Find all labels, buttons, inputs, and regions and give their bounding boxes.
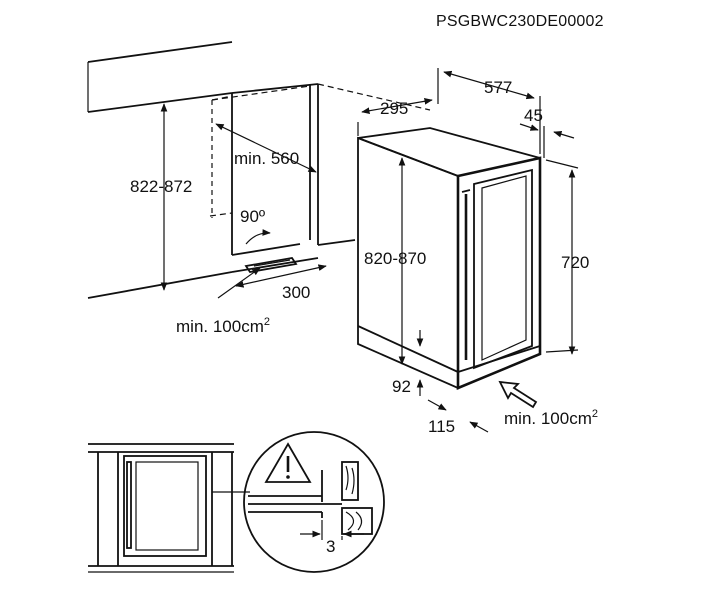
- document-code: PSGBWC230DE00002: [436, 13, 604, 30]
- dimension-min-depth: min. 560: [215, 123, 317, 173]
- label-min-depth: min. 560: [234, 149, 299, 168]
- label-vent-area-left: min. 100cm2: [176, 316, 270, 336]
- dimension-total-depth: 577: [437, 68, 541, 154]
- dimension-door-height: 720: [545, 159, 589, 355]
- label-plinth-115: 115: [428, 417, 455, 436]
- label-total-depth: 577: [484, 78, 512, 97]
- dimension-plinth-115: 115: [427, 399, 489, 436]
- airflow-arrow-icon: [498, 380, 538, 409]
- label-vent-area-right: min. 100cm2: [504, 408, 598, 428]
- angle-indicator: 90º: [240, 207, 271, 245]
- label-door-height: 720: [561, 253, 589, 272]
- warning-triangle-icon: [264, 442, 312, 483]
- label-vent-depth: 300: [282, 283, 310, 302]
- dimension-door-45: 45: [519, 106, 575, 158]
- dimension-plinth-92: 92: [392, 330, 424, 396]
- dimension-niche-height: 822-872: [130, 103, 192, 291]
- front-view-detail: [88, 443, 250, 573]
- label-niche-height: 822-872: [130, 177, 192, 196]
- dimension-vent-depth: 300: [235, 264, 327, 302]
- wine-cooler: [357, 127, 542, 390]
- label-angle: 90º: [240, 207, 265, 226]
- label-gap-3: 3: [326, 537, 335, 556]
- magnified-detail: 3: [243, 431, 385, 573]
- dimension-depth-295: 295: [357, 97, 433, 136]
- label-appliance-height: 820-870: [364, 249, 426, 268]
- label-plinth-92: 92: [392, 377, 411, 396]
- label-door-45: 45: [524, 106, 543, 125]
- label-depth-295: 295: [380, 99, 408, 118]
- dimension-appliance-height: 820-870: [364, 157, 426, 365]
